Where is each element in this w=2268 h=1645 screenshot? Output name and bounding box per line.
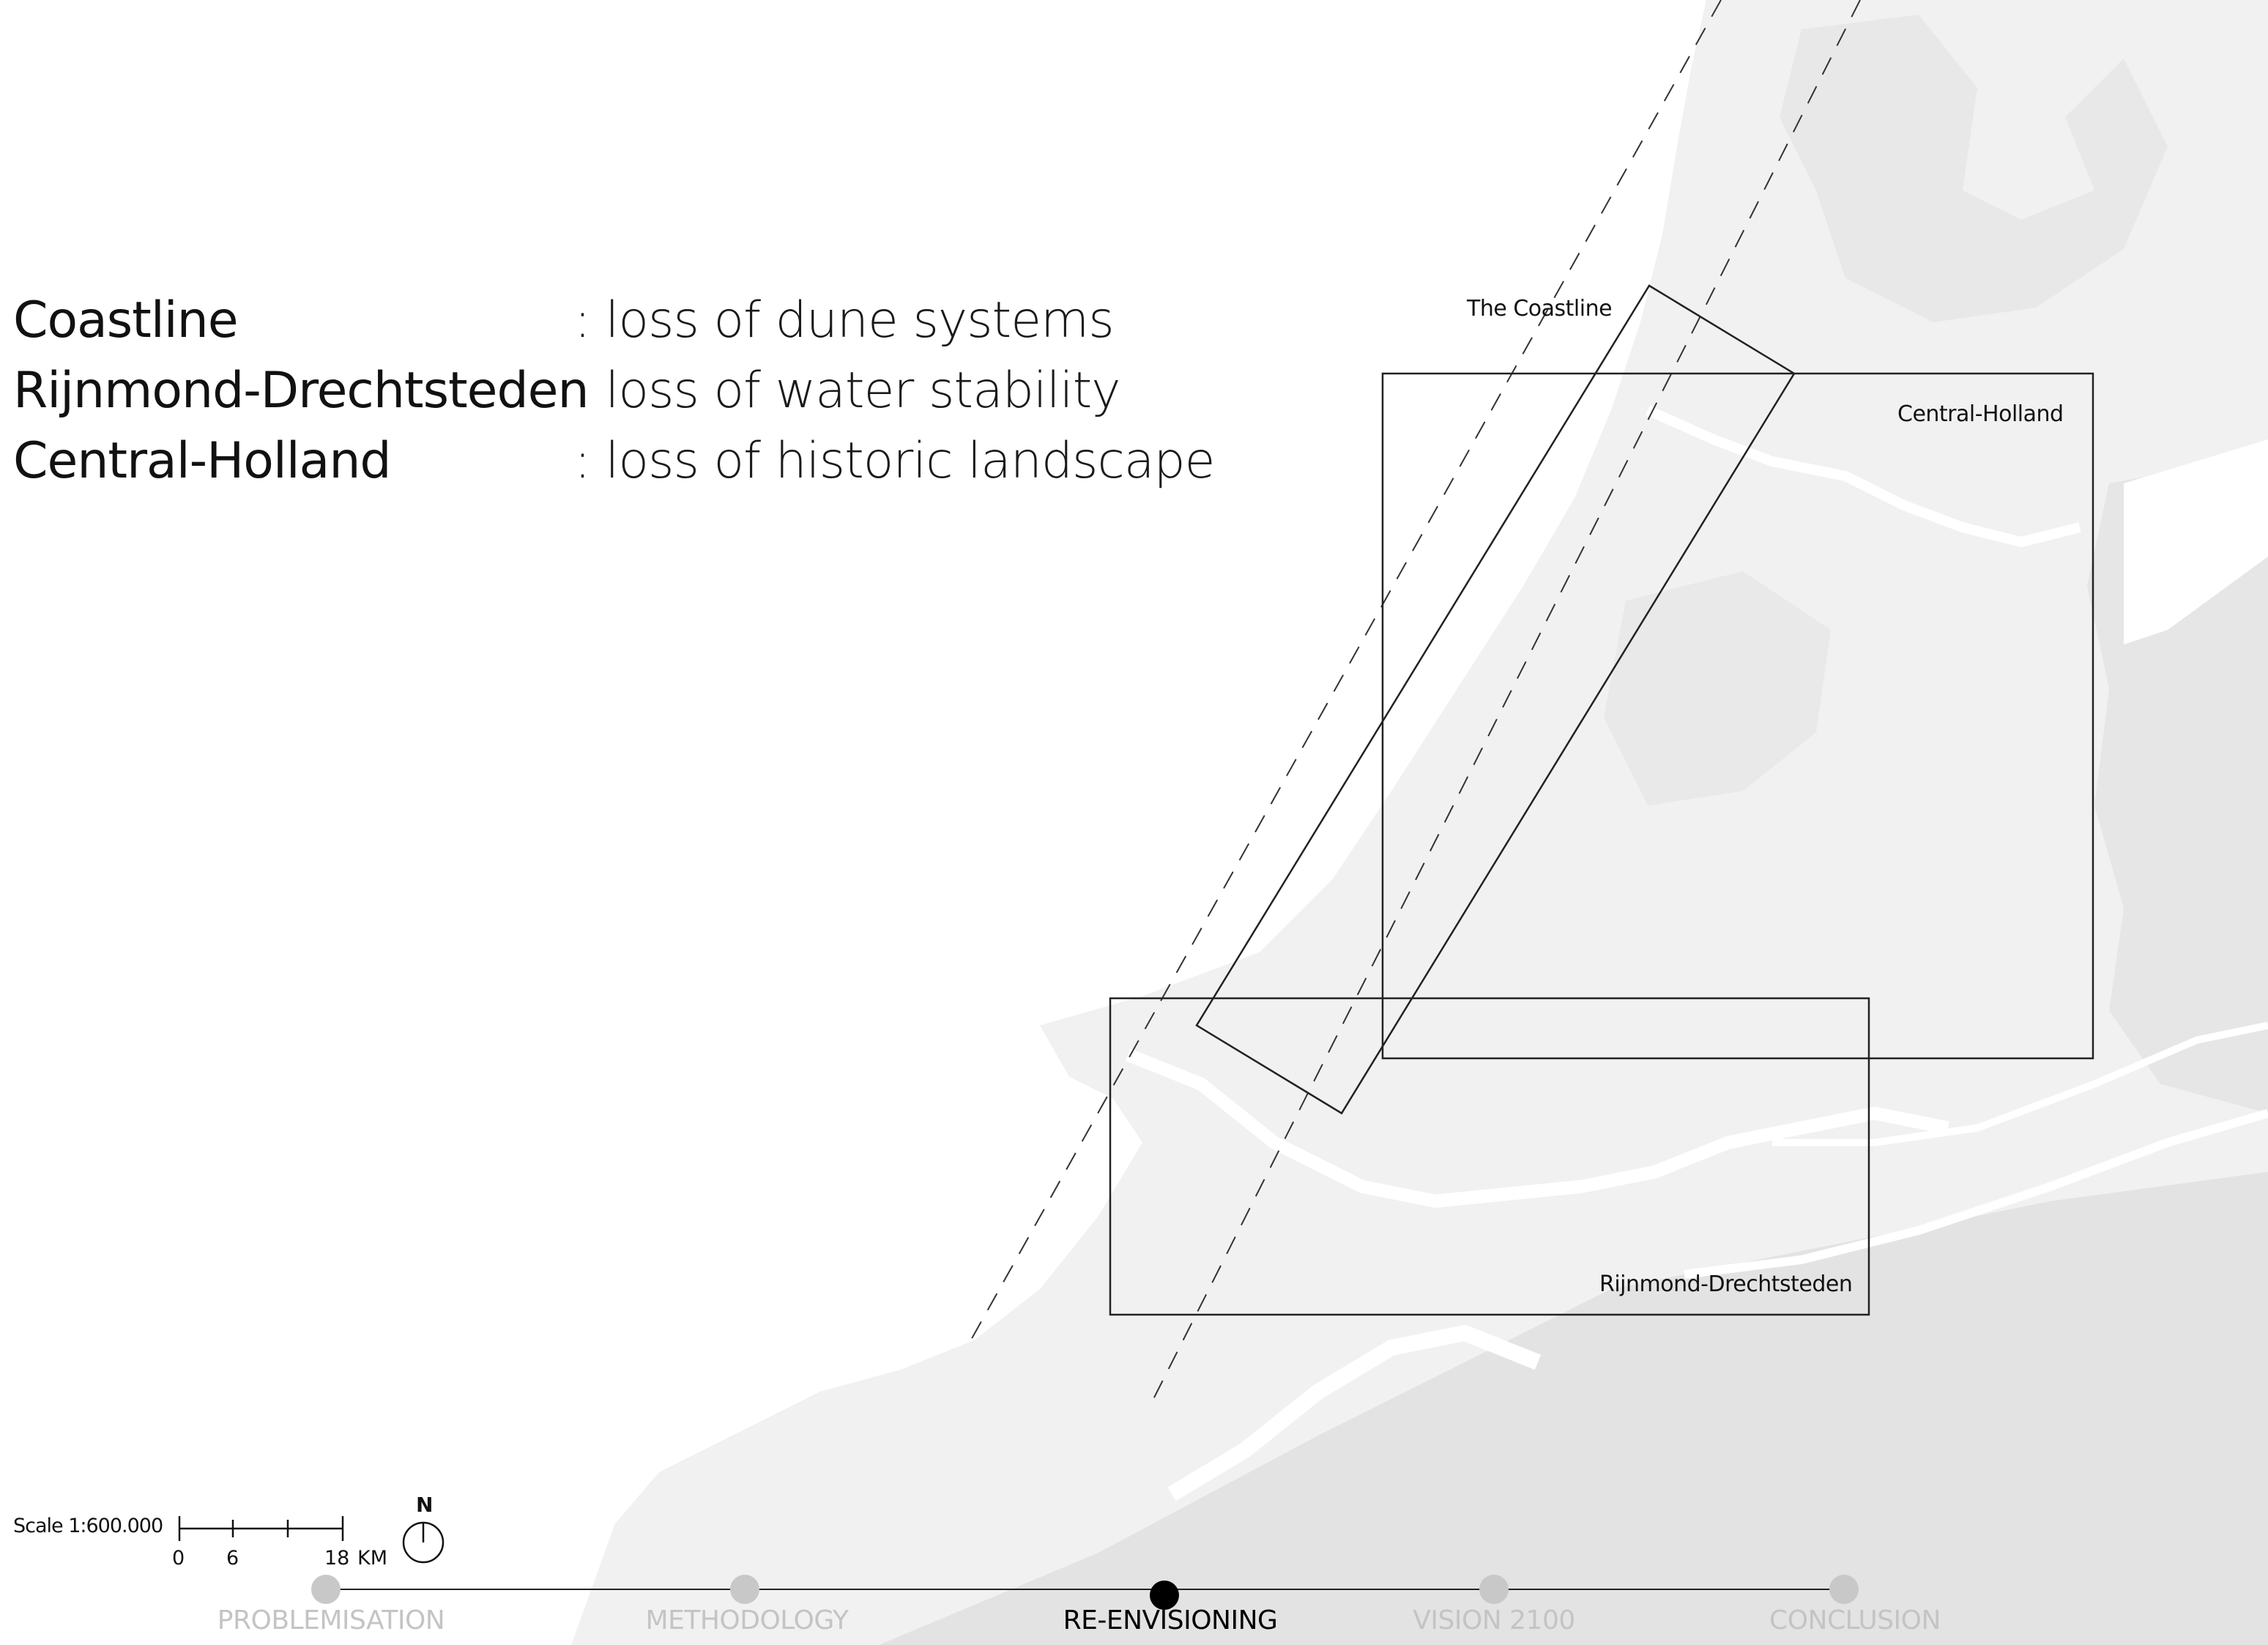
coastline-dashed-east: [1149, 0, 1861, 1407]
timeline-dot-problemisation[interactable]: [311, 1575, 341, 1604]
timeline-dot-conclusion[interactable]: [1829, 1575, 1859, 1604]
coastline-frame: [1195, 284, 1796, 1115]
land-patch-central: [1604, 571, 1831, 806]
scale-tick-18: 18: [324, 1547, 350, 1570]
timeline-dot-re-envisioning[interactable]: [1150, 1581, 1179, 1610]
land-patch-north: [1780, 15, 2168, 322]
land-mass: [571, 0, 2268, 1645]
timeline-dot-vision-2100[interactable]: [1479, 1575, 1509, 1604]
island-south: [1128, 1143, 1465, 1531]
timeline-dot-methodology[interactable]: [730, 1575, 759, 1604]
river-ij: [1646, 405, 2081, 548]
land-patch-south: [879, 1172, 2268, 1645]
river-waal: [1684, 1109, 2268, 1279]
legend-desc-central-holland: : loss of historic landscape: [574, 432, 1215, 490]
scale-bar: [178, 1516, 344, 1541]
legend-desc-coastline: : loss of dune systems: [574, 292, 1115, 349]
north-label: N: [416, 1493, 434, 1517]
central-holland-frame: [1381, 372, 2094, 1060]
river-lek: [1772, 1022, 2268, 1146]
river-haringvliet: [1167, 1324, 1542, 1501]
north-arrow: [402, 1521, 445, 1564]
legend-name-central-holland: Central-Holland: [13, 432, 392, 490]
legend-desc-rijnmond: : loss of water stability: [574, 362, 1121, 420]
river-markermeer: [2124, 439, 2268, 645]
scale-tick-0: 0: [172, 1547, 185, 1570]
region-label-coastline: The Coastline: [1467, 296, 1613, 322]
legend-name-rijnmond: Rijnmond-Drechtsteden: [13, 362, 590, 420]
river-nieuwe-maas: [1125, 1048, 1949, 1208]
rijnmond-frame: [1109, 997, 1870, 1316]
timeline-label-vision-2100[interactable]: VISION 2100: [1413, 1605, 1575, 1635]
scale-label: Scale 1:600.000: [13, 1515, 163, 1537]
timeline-label-conclusion[interactable]: CONCLUSION: [1769, 1605, 1941, 1635]
region-label-central-holland: Central-Holland: [1897, 401, 2064, 427]
timeline-label-methodology[interactable]: METHODOLOGY: [645, 1605, 849, 1635]
scale-unit: KM: [357, 1547, 388, 1570]
region-label-rijnmond: Rijnmond-Drechtsteden: [1599, 1271, 1853, 1297]
scale-tick-6: 6: [226, 1547, 239, 1570]
timeline-label-re-envisioning[interactable]: RE-ENVISIONING: [1063, 1605, 1278, 1635]
legend-name-coastline: Coastline: [13, 292, 239, 349]
timeline-label-problemisation[interactable]: PROBLEMISATION: [217, 1605, 445, 1635]
